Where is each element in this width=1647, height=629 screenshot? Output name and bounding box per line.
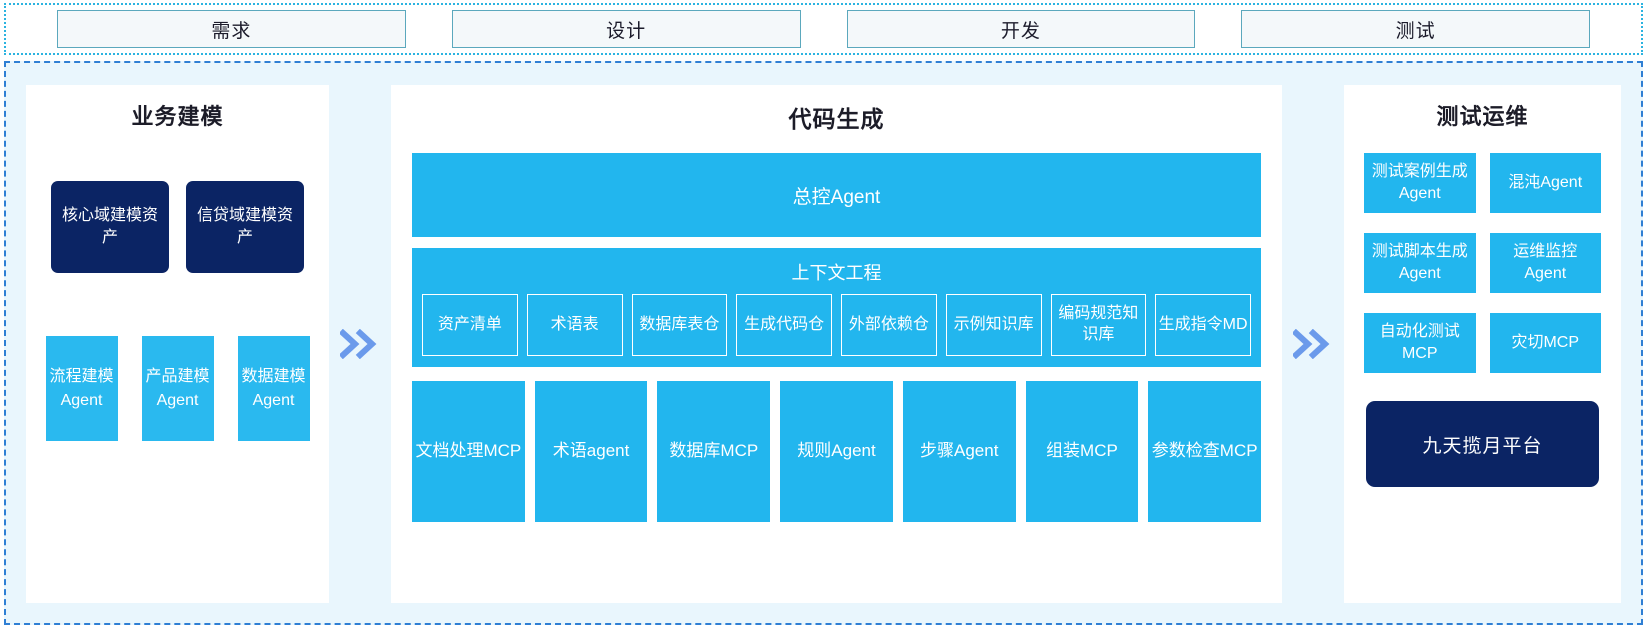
double-chevron-right-icon-right bbox=[1282, 85, 1344, 603]
context-item-label: 外部依赖仓 bbox=[848, 315, 929, 333]
panel-title-test-ops: 测试运维 bbox=[1436, 104, 1529, 129]
platform-box-jiutian[interactable]: 九天揽月平台 bbox=[1366, 401, 1599, 487]
panels-container: 业务建模 核心域建模资产 信贷域建模资产 流程建模Agent 产品建模Agent bbox=[6, 63, 1641, 623]
tool-doc-processing-mcp[interactable]: 文档处理MCP bbox=[412, 381, 525, 522]
phase-box-testing[interactable]: 测试 bbox=[1241, 10, 1590, 48]
platform-label: 九天揽月平台 bbox=[1422, 435, 1543, 457]
panel-business-modeling: 业务建模 核心域建模资产 信贷域建模资产 流程建模Agent 产品建模Agent bbox=[26, 85, 329, 603]
context-item-glossary[interactable]: 术语表 bbox=[526, 294, 623, 356]
phase-box-requirements[interactable]: 需求 bbox=[57, 10, 406, 48]
phase-box-development[interactable]: 开发 bbox=[846, 10, 1196, 48]
panel-title-code-generation: 代码生成 bbox=[788, 106, 885, 132]
phase-label: 测试 bbox=[1395, 20, 1436, 42]
center-body: 总控Agent 上下文工程 资产清单 术语表 数据库表仓 bbox=[391, 134, 1282, 538]
context-item-asset-list[interactable]: 资产清单 bbox=[422, 294, 518, 356]
testops-disaster-switch-mcp[interactable]: 灾切MCP bbox=[1489, 313, 1601, 373]
testops-script-generation-agent[interactable]: 测试脚本生成Agent bbox=[1364, 233, 1476, 293]
context-item-external-deps-repo[interactable]: 外部依赖仓 bbox=[841, 294, 937, 356]
tool-label: 数据库MCP bbox=[669, 441, 759, 461]
test-ops-grid: 测试案例生成Agent 混沌Agent 测试脚本生成Agent 运维监控Agen… bbox=[1364, 153, 1601, 373]
master-agent-label: 总控Agent bbox=[792, 186, 881, 208]
testops-case-generation-agent[interactable]: 测试案例生成Agent bbox=[1364, 153, 1476, 213]
panel-test-ops: 测试运维 测试案例生成Agent 混沌Agent 测试脚本生成Agent 运维监… bbox=[1344, 85, 1621, 603]
testops-label: 自动化测试MCP bbox=[1379, 323, 1460, 362]
phase-box-design[interactable]: 设计 bbox=[451, 10, 801, 48]
model-agent-row: 流程建模Agent 产品建模Agent 数据建模Agent bbox=[26, 336, 329, 441]
context-engineering-title: 上下文工程 bbox=[791, 263, 882, 283]
tool-assembly-mcp[interactable]: 组装MCP bbox=[1025, 381, 1139, 522]
context-engineering-block: 上下文工程 资产清单 术语表 数据库表仓 bbox=[412, 248, 1261, 367]
asset-label: 核心域建模资产 bbox=[61, 207, 158, 246]
model-agent-label: 流程建模Agent bbox=[49, 368, 114, 409]
tool-label: 术语agent bbox=[552, 441, 630, 461]
master-agent-box[interactable]: 总控Agent bbox=[412, 153, 1261, 237]
panel-code-generation: 代码生成 总控Agent 上下文工程 资产清单 术语表 bbox=[391, 85, 1282, 603]
context-item-label: 编码规范知识库 bbox=[1058, 305, 1139, 343]
phase-label: 需求 bbox=[211, 20, 252, 42]
context-item-db-table-repo[interactable]: 数据库表仓 bbox=[631, 294, 728, 356]
testops-label: 混沌Agent bbox=[1508, 174, 1583, 192]
double-chevron-right-icon-left bbox=[329, 85, 391, 603]
asset-box-credit-domain[interactable]: 信贷域建模资产 bbox=[186, 181, 304, 273]
tool-database-mcp[interactable]: 数据库MCP bbox=[657, 381, 771, 522]
testops-label: 运维监控Agent bbox=[1513, 243, 1578, 282]
phase-bar: 需求 设计 开发 测试 bbox=[4, 3, 1643, 55]
phase-label: 开发 bbox=[1000, 20, 1041, 42]
context-item-label: 资产清单 bbox=[437, 315, 502, 333]
model-agent-data[interactable]: 数据建模Agent bbox=[237, 336, 310, 441]
context-item-generated-code-repo[interactable]: 生成代码仓 bbox=[736, 294, 832, 356]
context-item-label: 生成代码仓 bbox=[744, 315, 825, 333]
tool-label: 参数检查MCP bbox=[1151, 441, 1258, 461]
tool-glossary-agent[interactable]: 术语agent bbox=[534, 381, 648, 522]
asset-box-core-domain[interactable]: 核心域建模资产 bbox=[51, 181, 169, 273]
asset-row: 核心域建模资产 信贷域建模资产 bbox=[26, 181, 329, 273]
tool-label: 步骤Agent bbox=[920, 441, 999, 461]
tool-label: 组装MCP bbox=[1046, 441, 1118, 461]
tool-row: 文档处理MCP 术语agent 数据库MCP 规则Agent 步骤Agent bbox=[412, 381, 1262, 522]
testops-monitoring-agent[interactable]: 运维监控Agent bbox=[1489, 233, 1601, 293]
context-item-label: 示例知识库 bbox=[953, 315, 1034, 333]
tool-step-agent[interactable]: 步骤Agent bbox=[902, 381, 1016, 522]
phase-label: 设计 bbox=[606, 20, 647, 42]
context-item-label: 生成指令MD bbox=[1158, 315, 1248, 333]
model-agent-product[interactable]: 产品建模Agent bbox=[141, 336, 214, 441]
testops-label: 测试案例生成Agent bbox=[1371, 163, 1468, 202]
context-item-label: 术语表 bbox=[550, 315, 599, 333]
tool-param-check-mcp[interactable]: 参数检查MCP bbox=[1148, 381, 1262, 522]
testops-automation-test-mcp[interactable]: 自动化测试MCP bbox=[1364, 313, 1476, 373]
tool-rule-agent[interactable]: 规则Agent bbox=[780, 381, 893, 522]
model-agent-process[interactable]: 流程建模Agent bbox=[45, 336, 118, 441]
testops-label: 测试脚本生成Agent bbox=[1371, 243, 1468, 282]
testops-chaos-agent[interactable]: 混沌Agent bbox=[1489, 153, 1601, 213]
context-item-label: 数据库表仓 bbox=[639, 315, 720, 333]
tool-label: 规则Agent bbox=[797, 441, 876, 461]
context-items-row: 资产清单 术语表 数据库表仓 生成代码仓 bbox=[422, 294, 1251, 356]
panel-title-business-modeling: 业务建模 bbox=[131, 104, 224, 129]
model-agent-label: 产品建模Agent bbox=[145, 368, 210, 409]
context-item-example-kb[interactable]: 示例知识库 bbox=[945, 294, 1042, 356]
testops-label: 灾切MCP bbox=[1511, 334, 1580, 352]
asset-label: 信贷域建模资产 bbox=[196, 207, 293, 246]
main-area: 业务建模 核心域建模资产 信贷域建模资产 流程建模Agent 产品建模Agent bbox=[4, 61, 1643, 625]
context-item-generation-instruction-md[interactable]: 生成指令MD bbox=[1155, 294, 1251, 356]
tool-label: 文档处理MCP bbox=[415, 441, 522, 461]
context-item-coding-standard-kb[interactable]: 编码规范知识库 bbox=[1050, 294, 1147, 356]
model-agent-label: 数据建模Agent bbox=[241, 368, 306, 409]
